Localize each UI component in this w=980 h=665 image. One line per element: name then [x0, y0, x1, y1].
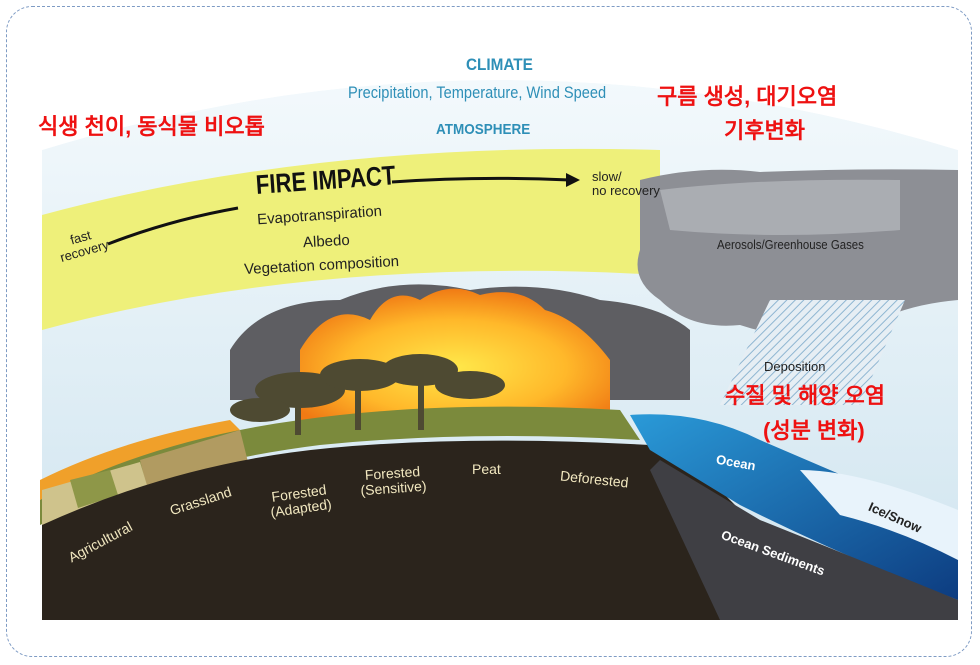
climate-label: CLIMATE — [466, 55, 533, 74]
dashed-frame — [6, 6, 972, 657]
korean-cloud-note-2: 기후변화 — [724, 118, 805, 143]
climate-factors: Precipitation, Temperature, Wind Speed — [348, 83, 607, 102]
sky-top-band — [42, 36, 958, 150]
deposition-label: Deposition — [764, 359, 826, 374]
korean-water-note-1: 수질 및 해양 오염 — [725, 383, 886, 408]
aerosols-label: Aerosols/Greenhouse Gases — [717, 237, 864, 252]
korean-cloud-note-1: 구름 생성, 대기오염 — [657, 84, 838, 109]
korean-water-note-2: (성분 변화) — [763, 418, 865, 443]
impact-band — [42, 148, 660, 330]
land-forested-sensitive: Forested (Sensitive) — [359, 463, 428, 498]
atmosphere-label: ATMOSPHERE — [436, 121, 531, 138]
ocean-sediments — [650, 460, 958, 620]
land-peat: Peat — [472, 461, 501, 477]
ocean-body — [630, 414, 958, 600]
mechanism-albedo: Albedo — [302, 231, 351, 252]
korean-vegetation-note: 식생 천이, 동식물 비오톱 — [38, 114, 265, 139]
ice-snow — [800, 470, 958, 560]
slow-recovery-label: slow/ no recovery — [592, 169, 660, 198]
deposition-rain — [720, 300, 905, 405]
forest-trees — [230, 354, 505, 435]
